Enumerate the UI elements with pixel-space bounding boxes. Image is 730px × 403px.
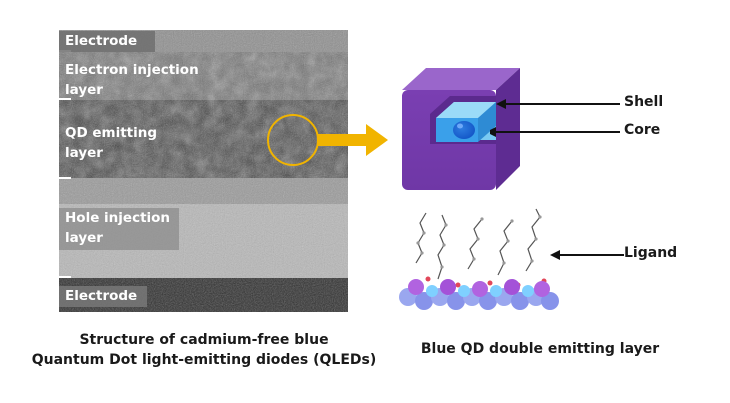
layer-label-qd-emitting: QD emitting layer xyxy=(59,123,169,163)
ligand-callout-line xyxy=(550,250,624,260)
layer-label-line: Electron injection xyxy=(65,62,199,78)
layer-label-electron-injection: Electron injection layer xyxy=(59,60,209,100)
layer-label-line: layer xyxy=(65,82,103,98)
layer-label-hole-injection: Hole injection layer xyxy=(59,208,179,250)
layer-label-text: Electrode xyxy=(65,288,138,304)
layer-tick xyxy=(59,177,71,179)
layer-label-line: layer xyxy=(65,145,103,161)
qd-cube-illustration xyxy=(402,68,520,190)
layer-tick xyxy=(59,98,71,100)
caption-left-line2: Quantum Dot light-emitting diodes (QLEDs… xyxy=(31,352,377,368)
layer-label-text: Electrode xyxy=(65,33,138,49)
layer-label-line: Hole injection xyxy=(65,210,171,226)
layer-label-line: QD emitting xyxy=(65,125,158,141)
qd-highlight-circle xyxy=(267,114,319,166)
ligand-illustration xyxy=(399,208,559,310)
callout-lines xyxy=(490,99,620,137)
callout-ligand: Ligand xyxy=(624,245,678,261)
callout-core: Core xyxy=(624,122,661,138)
tem-micrograph: Electrode Electron injection layer QD em… xyxy=(59,30,348,312)
caption-left-line1: Structure of cadmium-free blue xyxy=(79,332,329,348)
caption-left: Structure of cadmium-free blue Quantum D… xyxy=(30,330,378,370)
layer-label-electrode-bottom: Electrode xyxy=(59,286,147,307)
callout-shell: Shell xyxy=(624,94,664,110)
layer-tick xyxy=(59,276,71,278)
layer-label-electrode-top: Electrode xyxy=(59,31,155,52)
caption-right: Blue QD double emitting layer xyxy=(420,341,660,357)
layer-label-line: layer xyxy=(65,230,103,246)
zoom-arrow-icon xyxy=(318,124,388,156)
